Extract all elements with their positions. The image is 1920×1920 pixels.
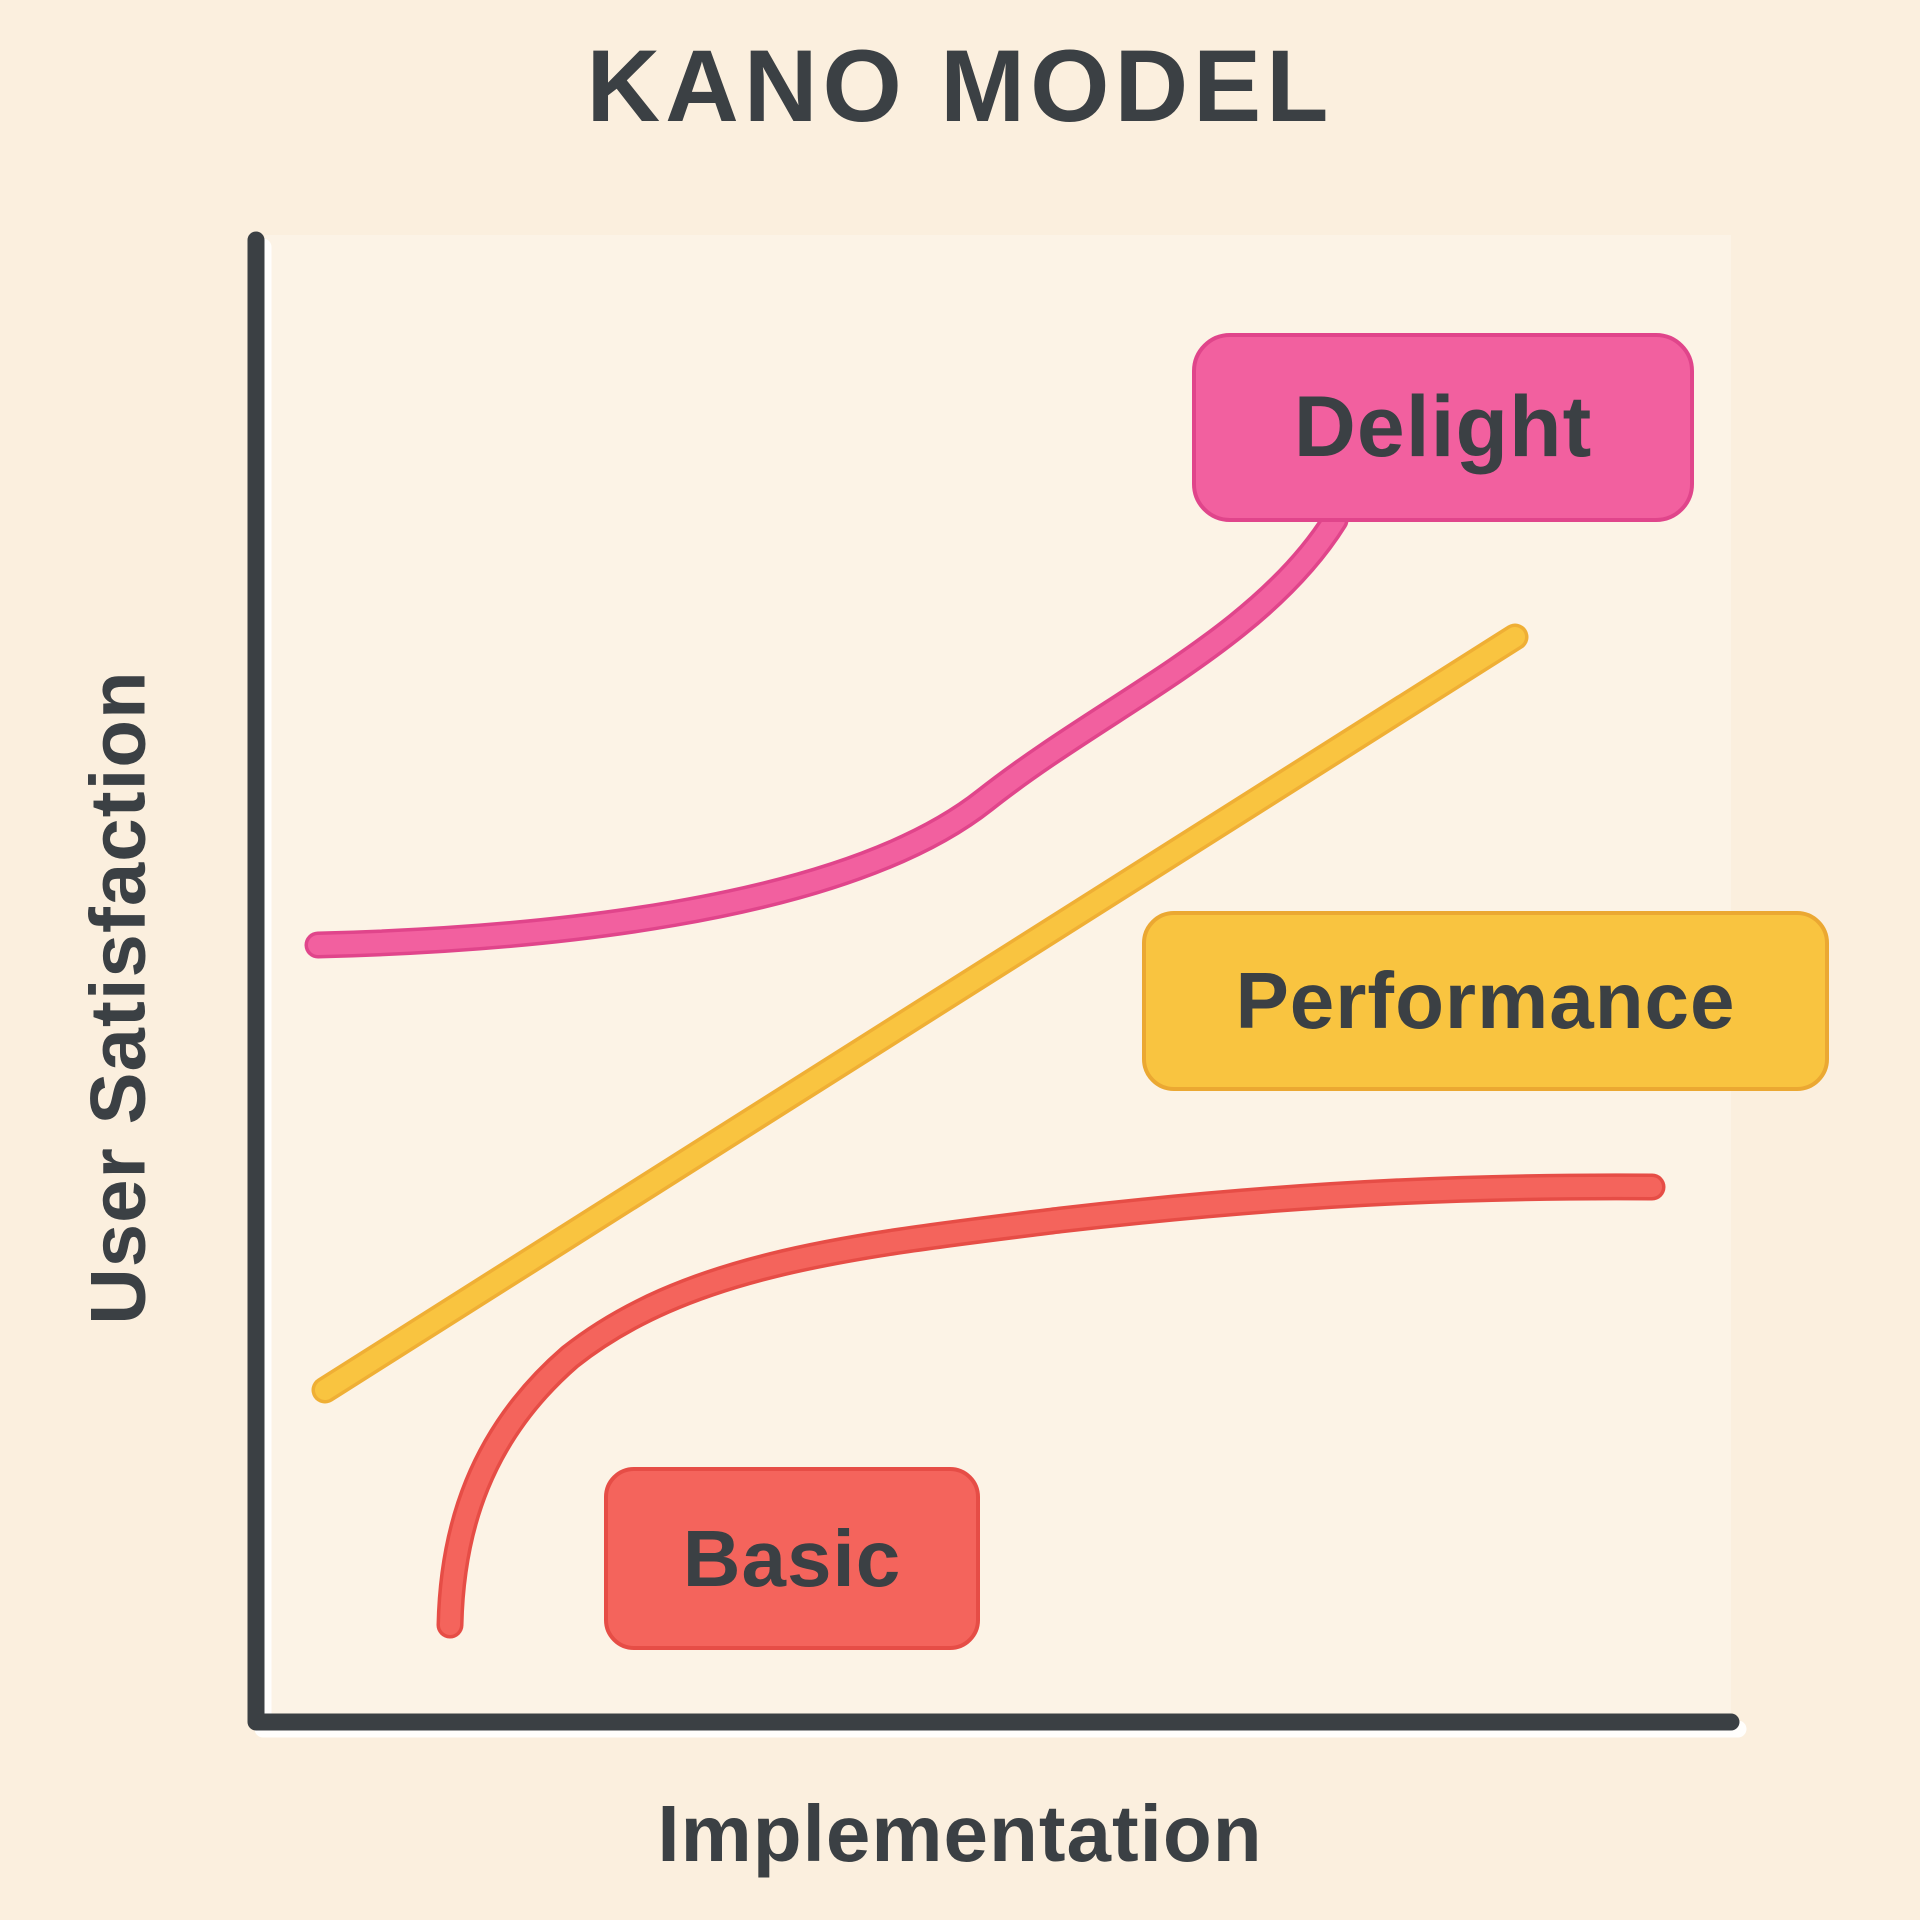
performance-label: Performance bbox=[1235, 956, 1736, 1045]
performance-line bbox=[315, 627, 1525, 1400]
axes-lines bbox=[247, 231, 1740, 1731]
performance-label-box: Performance bbox=[1142, 911, 1829, 1091]
x-axis-label: Implementation bbox=[657, 1789, 1263, 1878]
y-axis-label: User Satisfaction bbox=[73, 670, 162, 1325]
basic-label-box: Basic bbox=[604, 1467, 980, 1650]
basic-label: Basic bbox=[682, 1513, 902, 1603]
page-title: KANO MODEL bbox=[586, 29, 1334, 143]
delight-label-box: Delight bbox=[1192, 333, 1694, 522]
delight-label: Delight bbox=[1293, 379, 1593, 475]
delight-curve bbox=[308, 510, 1345, 955]
basic-curve bbox=[440, 1176, 1662, 1635]
